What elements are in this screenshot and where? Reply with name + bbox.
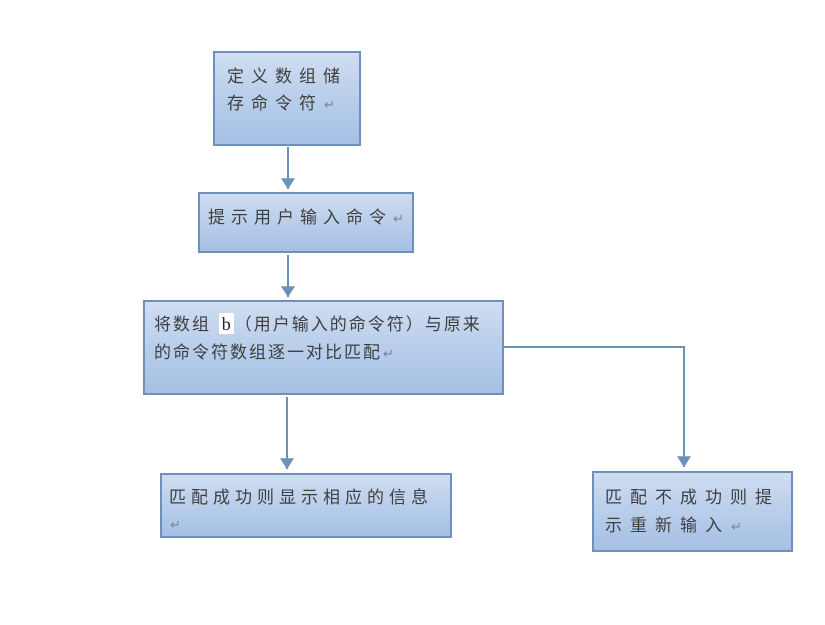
node-prompt-input-label: 提示用户输入命令: [208, 208, 392, 227]
paragraph-mark-icon: ↵: [383, 346, 394, 361]
node-match-success-label: 匹配成功则显示相应的信息: [169, 488, 433, 507]
arrow-compare-to-fail: [504, 346, 691, 468]
node-compare-arrays[interactable]: 将数组 b（用户输入的命令符）与原来的命令符数组逐一对比匹配↵: [143, 300, 504, 395]
highlighted-variable-b: b: [218, 313, 234, 334]
paragraph-mark-icon: ↵: [393, 211, 404, 226]
node-match-fail[interactable]: 匹配不成功则提示重新输入↵: [592, 471, 793, 552]
node-compare-prefix: 将数组: [154, 315, 218, 334]
node-define-array-label: 定义数组储存命令符: [227, 67, 347, 113]
node-match-fail-label: 匹配不成功则提示重新输入: [605, 488, 780, 535]
node-match-success[interactable]: 匹配成功则显示相应的信息 ↵: [160, 473, 452, 538]
paragraph-mark-icon: ↵: [324, 97, 335, 112]
paragraph-mark-icon: ↵: [170, 517, 181, 532]
paragraph-mark-icon: ↵: [731, 519, 742, 534]
node-prompt-input[interactable]: 提示用户输入命令↵: [198, 192, 414, 253]
node-compare-suffix: （用户输入的命令符）与原来的命令符数组逐一对比匹配: [154, 315, 482, 362]
node-define-array[interactable]: 定义数组储存命令符↵: [213, 51, 361, 146]
